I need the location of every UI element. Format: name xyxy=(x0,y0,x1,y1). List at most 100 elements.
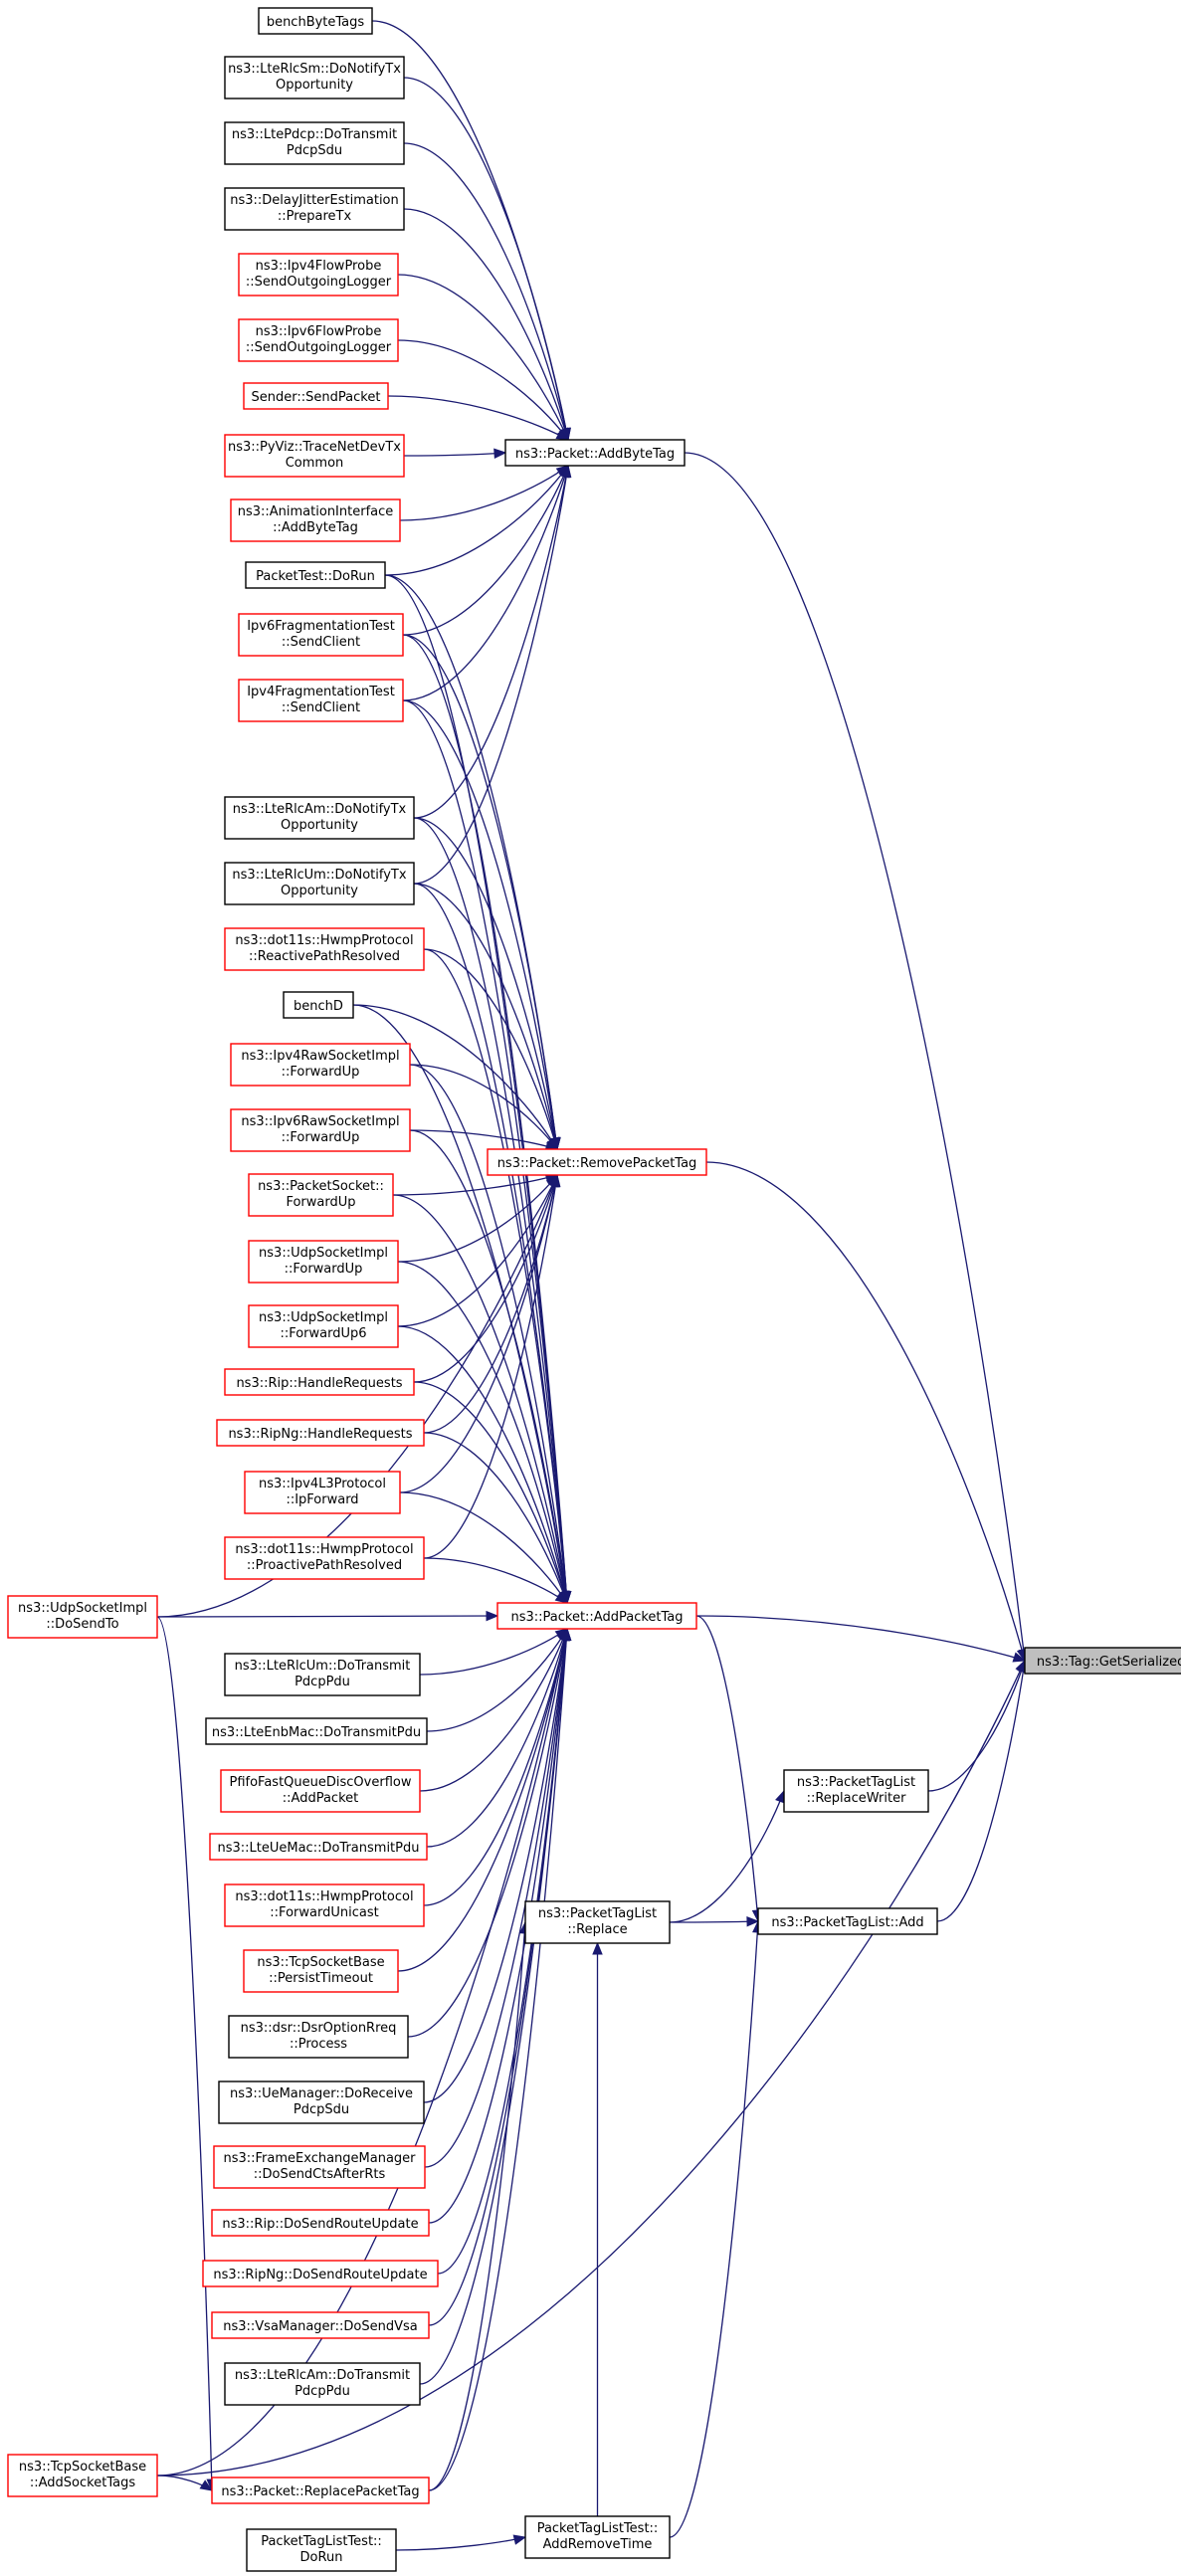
node-add-byte-tag[interactable]: ns3::Packet::AddByteTag xyxy=(504,439,686,467)
edge-lte-rlc-am-do-notify-tx-to-add-byte-tag xyxy=(413,464,572,819)
node-ipv4-flow-probe[interactable]: ns3::Ipv4FlowProbe::SendOutgoingLogger xyxy=(238,253,399,297)
node-label: ns3::Rip::DoSendRouteUpdate xyxy=(222,2217,418,2232)
arrow-head-icon xyxy=(746,1916,760,1927)
node-ipv6-raw-forward-up[interactable]: ns3::Ipv6RawSocketImpl::ForwardUp xyxy=(230,1108,411,1152)
node-hwmp-proactive[interactable]: ns3::dot11s::HwmpProtocol::ProactivePath… xyxy=(224,1536,425,1580)
node-label: ns3::LteUeMac::DoTransmitPdu xyxy=(217,1841,419,1856)
node-pfifo-add-packet[interactable]: PfifoFastQueueDiscOverflow::AddPacket xyxy=(220,1769,421,1813)
node-add-packet-tag[interactable]: ns3::Packet::AddPacketTag xyxy=(496,1602,697,1630)
node-box xyxy=(258,7,373,35)
node-add-remove-time[interactable]: PacketTagListTest::AddRemoveTime xyxy=(524,2515,671,2559)
node-lte-ue-mac-do-transmit[interactable]: ns3::LteUeMac::DoTransmitPdu xyxy=(209,1833,428,1861)
node-bench-d[interactable]: benchD xyxy=(283,991,354,1019)
node-label: ::SendOutgoingLogger xyxy=(246,340,392,355)
edge-rip-ng-do-send-route-update-to-add-packet-tag xyxy=(437,1627,572,2275)
node-rip-ng-do-send-route-update[interactable]: ns3::RipNg::DoSendRouteUpdate xyxy=(202,2260,439,2287)
edge-tcp-add-socket-tags-to-replace-packet-tag xyxy=(156,2475,214,2491)
node-packet-socket-forward-up[interactable]: ns3::PacketSocket::ForwardUp xyxy=(248,1173,394,1217)
node-remove-packet-tag[interactable]: ns3::Packet::RemovePacketTag xyxy=(487,1148,707,1176)
node-label: ::PrepareTx xyxy=(278,209,352,224)
node-packet-test-do-run[interactable]: PacketTest::DoRun xyxy=(245,561,386,589)
node-ipv6-frag-send-client[interactable]: Ipv6FragmentationTest::SendClient xyxy=(238,613,404,657)
node-box xyxy=(487,1148,707,1176)
node-label: ns3::Rip::HandleRequests xyxy=(236,1376,402,1391)
node-get-serialized-size[interactable]: ns3::Tag::GetSerializedSize xyxy=(1024,1647,1181,1675)
node-udp-do-send-to[interactable]: ns3::UdpSocketImpl::DoSendTo xyxy=(7,1595,158,1639)
node-label: ns3::dot11s::HwmpProtocol xyxy=(235,1889,413,1904)
node-box xyxy=(243,1949,399,1993)
node-label: ns3::LteRlcAm::DoTransmit xyxy=(235,2368,410,2383)
arrow-head-icon xyxy=(493,448,507,460)
node-label: ::AddPacket xyxy=(283,1791,358,1806)
node-replace[interactable]: ns3::PacketTagList::Replace xyxy=(524,1900,671,1944)
node-label: ns3::Ipv4L3Protocol xyxy=(259,1477,386,1491)
edge-add-byte-tag-to-get-serialized-size xyxy=(684,452,1029,1663)
node-box xyxy=(757,1907,938,1935)
node-rip-handle-requests[interactable]: ns3::Rip::HandleRequests xyxy=(224,1368,415,1396)
node-box xyxy=(224,1368,415,1396)
node-tcp-persist-timeout[interactable]: ns3::TcpSocketBase::PersistTimeout xyxy=(243,1949,399,1993)
node-udp-forward-up[interactable]: ns3::UdpSocketImpl::ForwardUp xyxy=(248,1240,399,1284)
arrow-head-icon xyxy=(1012,1652,1027,1663)
node-animation-add-byte-tag[interactable]: ns3::AnimationInterface::AddByteTag xyxy=(230,498,401,542)
node-label: ::IpForward xyxy=(286,1492,358,1507)
node-label: ns3::Ipv6FlowProbe xyxy=(256,324,382,339)
edge-rip-handle-requests-to-add-packet-tag xyxy=(413,1381,569,1605)
node-label: ns3::LteRlcAm::DoNotifyTx xyxy=(233,802,407,817)
node-label: ::ForwardUp xyxy=(282,1065,360,1080)
node-label: Ipv4FragmentationTest xyxy=(247,685,395,699)
node-udp-forward-up6[interactable]: ns3::UdpSocketImpl::ForwardUp6 xyxy=(248,1304,399,1348)
node-ipv4-l3-ip-forward[interactable]: ns3::Ipv4L3Protocol::IpForward xyxy=(244,1471,401,1514)
node-frame-exchange-cts[interactable]: ns3::FrameExchangeManager::DoSendCtsAfte… xyxy=(213,2145,426,2189)
node-ipv4-raw-forward-up[interactable]: ns3::Ipv4RawSocketImpl::ForwardUp xyxy=(230,1043,411,1087)
node-label: ns3::PyViz::TraceNetDevTx xyxy=(228,440,401,455)
node-layer: benchByteTagsns3::LteRlcSm::DoNotifyTxOp… xyxy=(7,7,1181,2572)
node-box xyxy=(224,927,425,971)
node-replace-writer[interactable]: ns3::PacketTagList::ReplaceWriter xyxy=(783,1769,929,1813)
arrow-head-icon xyxy=(486,1610,499,1622)
node-delay-jitter[interactable]: ns3::DelayJitterEstimation::PrepareTx xyxy=(224,187,405,231)
node-label: ns3::RipNg::DoSendRouteUpdate xyxy=(213,2268,427,2282)
node-label: ns3::PacketSocket:: xyxy=(258,1179,384,1194)
node-box xyxy=(224,796,415,840)
node-box xyxy=(496,1602,697,1630)
node-bench-byte-tags[interactable]: benchByteTags xyxy=(258,7,373,35)
node-label: PdcpPdu xyxy=(295,2384,350,2399)
node-dsr-option-rreq[interactable]: ns3::dsr::DsrOptionRreq::Process xyxy=(228,2015,409,2059)
node-vsa-do-send-vsa[interactable]: ns3::VsaManager::DoSendVsa xyxy=(211,2311,430,2339)
arrow-head-icon xyxy=(1015,1659,1026,1674)
node-hwmp-forward-unicast[interactable]: ns3::dot11s::HwmpProtocol::ForwardUnicas… xyxy=(224,1883,425,1927)
node-ipv6-flow-probe[interactable]: ns3::Ipv6FlowProbe::SendOutgoingLogger xyxy=(238,318,399,362)
node-label: ::AddSocketTags xyxy=(30,2476,135,2490)
node-label: ns3::LteEnbMac::DoTransmitPdu xyxy=(212,1725,421,1740)
node-box xyxy=(224,1883,425,1927)
node-lte-enb-mac-do-transmit[interactable]: ns3::LteEnbMac::DoTransmitPdu xyxy=(205,1717,428,1745)
node-tcp-add-socket-tags[interactable]: ns3::TcpSocketBase::AddSocketTags xyxy=(7,2454,158,2497)
node-label: ::SendOutgoingLogger xyxy=(246,275,392,290)
node-label: ns3::PacketTagList xyxy=(538,1906,657,1921)
node-box xyxy=(230,1108,411,1152)
node-rip-do-send-route-update[interactable]: ns3::Rip::DoSendRouteUpdate xyxy=(211,2209,430,2237)
edge-ipv4-raw-forward-up-to-add-packet-tag xyxy=(409,1064,571,1605)
node-ipv4-frag-send-client[interactable]: Ipv4FragmentationTest::SendClient xyxy=(238,679,404,722)
node-rip-ng-handle-requests[interactable]: ns3::RipNg::HandleRequests xyxy=(216,1419,425,1447)
edge-remove-packet-tag-to-get-serialized-size xyxy=(705,1161,1028,1663)
node-packet-tag-list-test-do-run[interactable]: PacketTagListTest::DoRun xyxy=(246,2528,397,2572)
node-label: ns3::UdpSocketImpl xyxy=(259,1310,388,1325)
node-sender-send-packet[interactable]: Sender::SendPacket xyxy=(243,382,389,410)
node-ptladd[interactable]: ns3::PacketTagList::Add xyxy=(757,1907,938,1935)
node-hwmp-reactive[interactable]: ns3::dot11s::HwmpProtocol::ReactivePathR… xyxy=(224,927,425,971)
node-box xyxy=(224,862,415,905)
node-replace-packet-tag[interactable]: ns3::Packet::ReplacePacketTag xyxy=(211,2477,430,2504)
edge-lte-rlc-um-do-notify-tx-to-add-packet-tag xyxy=(413,883,572,1605)
edge-ipv6-flow-probe-to-add-byte-tag xyxy=(397,339,569,442)
